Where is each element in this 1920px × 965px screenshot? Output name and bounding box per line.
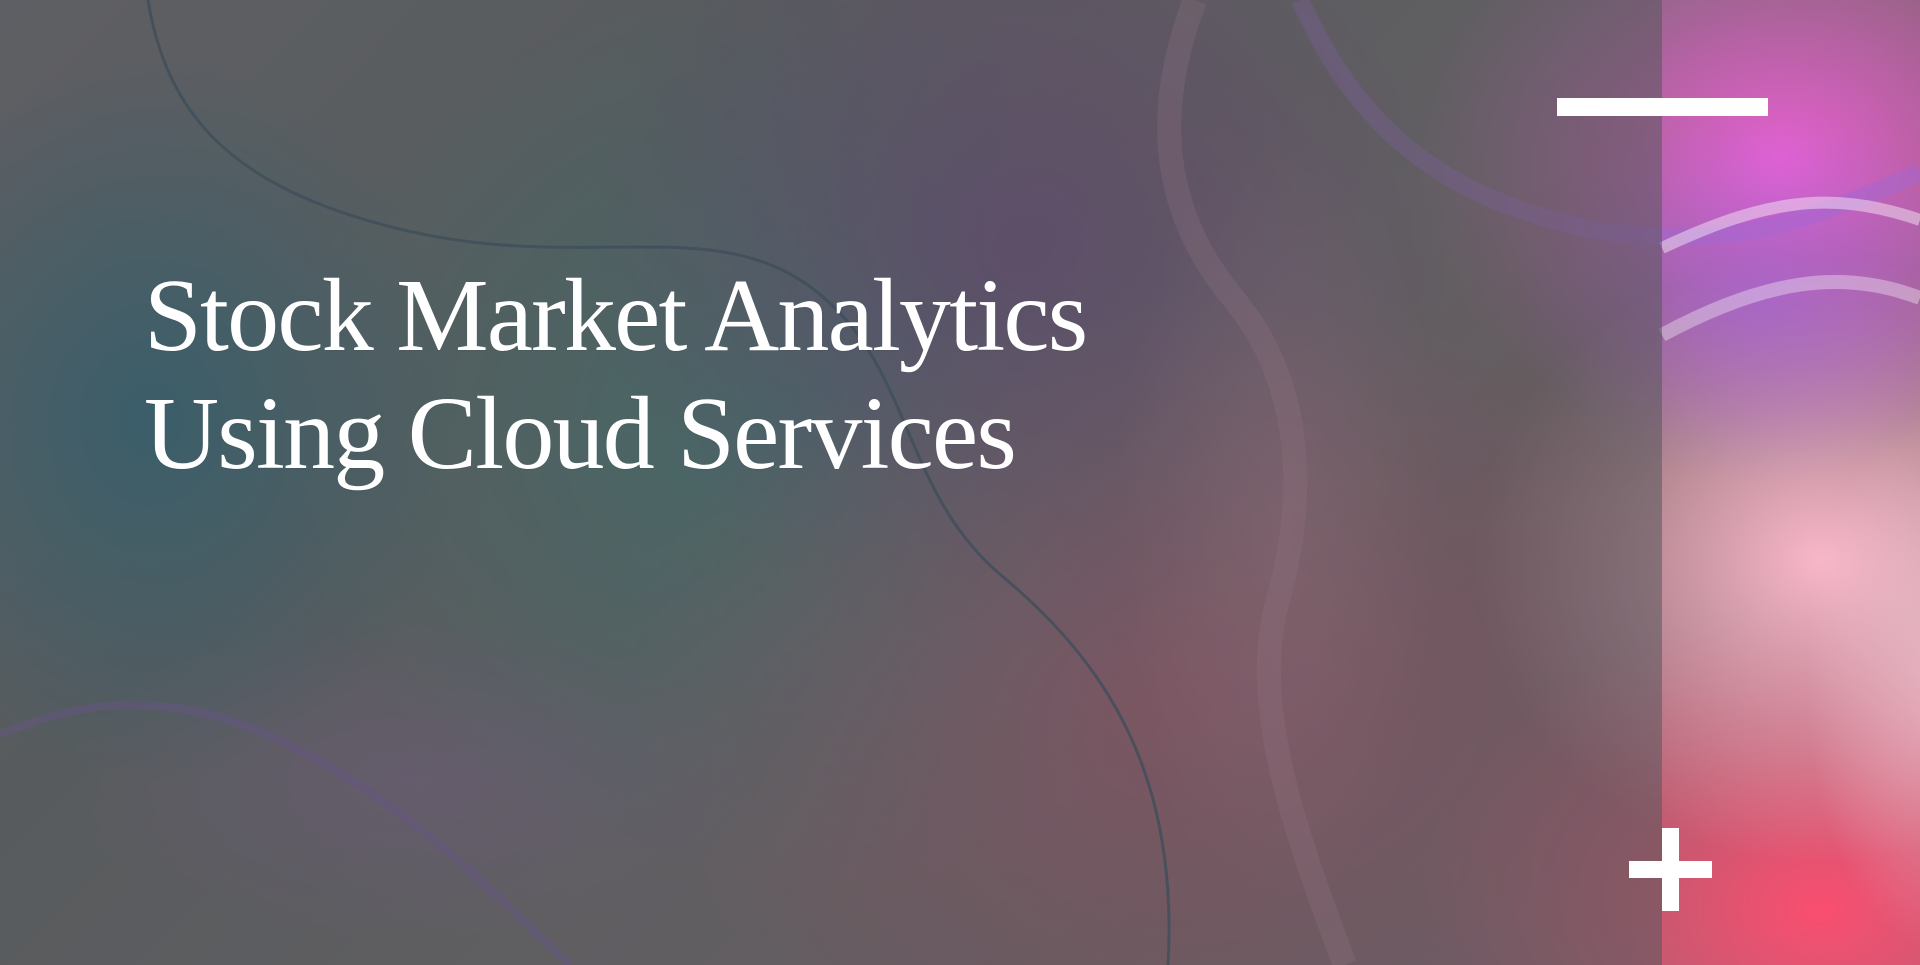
background-swirl-line [1291, 0, 1920, 247]
background-swirl-line [0, 700, 573, 965]
background-swirl-line [1658, 274, 1920, 342]
slide-title-line: Stock Market Analytics [144, 258, 1088, 373]
plus-icon [1629, 828, 1712, 911]
minus-icon [1557, 98, 1768, 116]
slide-title: Stock Market Analytics Using Cloud Servi… [144, 257, 1204, 493]
slide-title-line: Using Cloud Services [144, 376, 1017, 491]
background-swirl-line [1659, 196, 1920, 254]
